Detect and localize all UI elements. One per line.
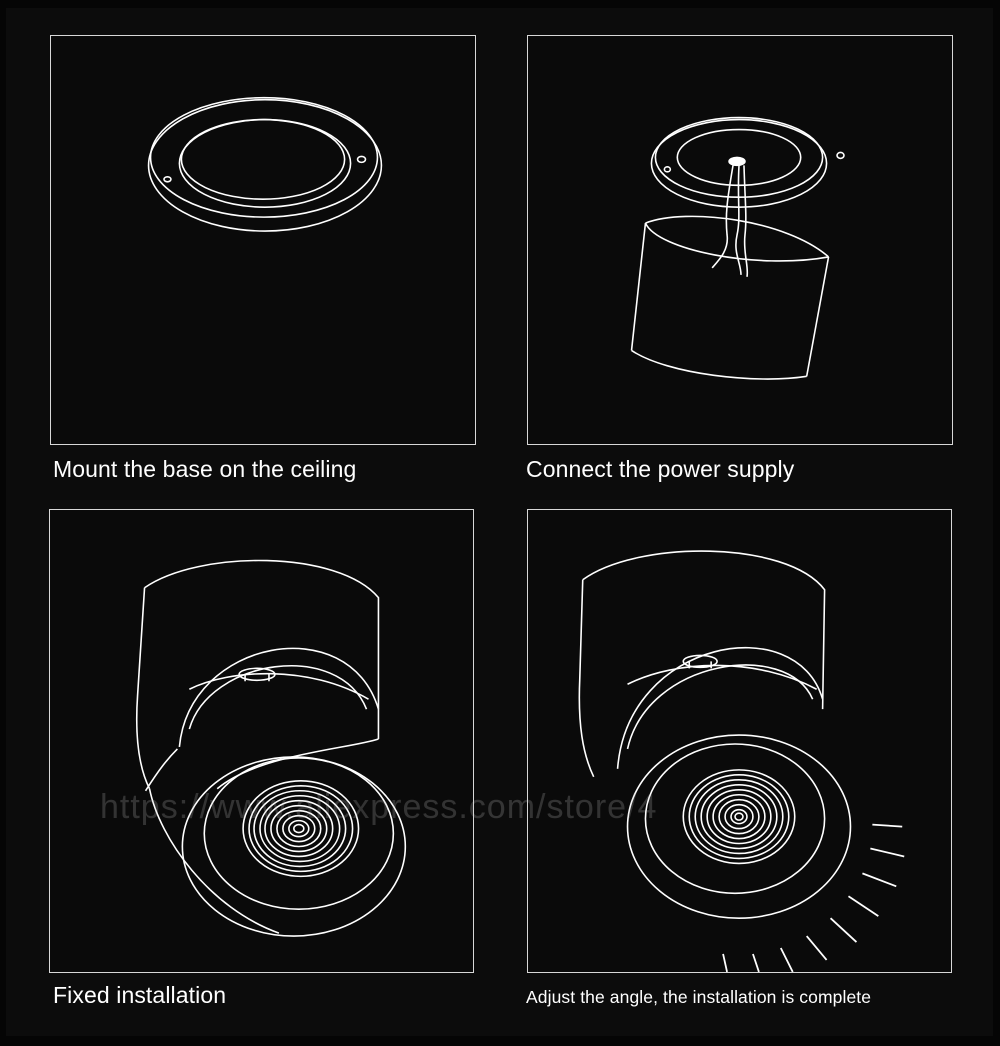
step-3-caption: Fixed installation bbox=[53, 982, 226, 1009]
wire-1 bbox=[712, 165, 733, 267]
base-ring-inner-lip bbox=[181, 120, 344, 200]
mount-cylinder-top bbox=[145, 560, 379, 739]
mount-notch bbox=[146, 749, 178, 791]
mount-cylinder-left bbox=[137, 588, 150, 789]
step-1-panel bbox=[50, 35, 476, 445]
housing-right-side bbox=[807, 257, 829, 376]
step-2-caption: Connect the power supply bbox=[526, 456, 794, 483]
mount-cylinder-left bbox=[579, 580, 593, 777]
screw-hole-right bbox=[837, 152, 844, 158]
cable-outlet bbox=[729, 157, 745, 165]
screw-hole-left bbox=[164, 177, 171, 182]
step-2-panel bbox=[527, 35, 953, 445]
step-4-panel bbox=[527, 509, 952, 973]
power-wiring-drawing bbox=[528, 36, 952, 444]
screw-hole-right bbox=[358, 156, 366, 162]
housing-left-side bbox=[632, 223, 646, 350]
ceiling-base-ring-drawing bbox=[51, 36, 475, 444]
step-1-caption: Mount the base on the ceiling bbox=[53, 456, 356, 483]
arm-inner-curve bbox=[189, 666, 366, 729]
mount-cylinder-top bbox=[583, 551, 825, 709]
housing-bottom bbox=[632, 350, 807, 379]
step-3-panel bbox=[49, 509, 474, 973]
step-4-caption: Adjust the angle, the installation is co… bbox=[526, 987, 871, 1008]
lens-rings bbox=[683, 770, 794, 864]
spotlight-fixed-drawing bbox=[50, 510, 473, 972]
store-watermark: https://www.aliexpress.com/store/4 bbox=[100, 788, 657, 827]
screw-hole-left bbox=[664, 167, 670, 172]
spotlight-adjusted-drawing bbox=[528, 510, 951, 972]
lens-bezel bbox=[628, 735, 851, 918]
